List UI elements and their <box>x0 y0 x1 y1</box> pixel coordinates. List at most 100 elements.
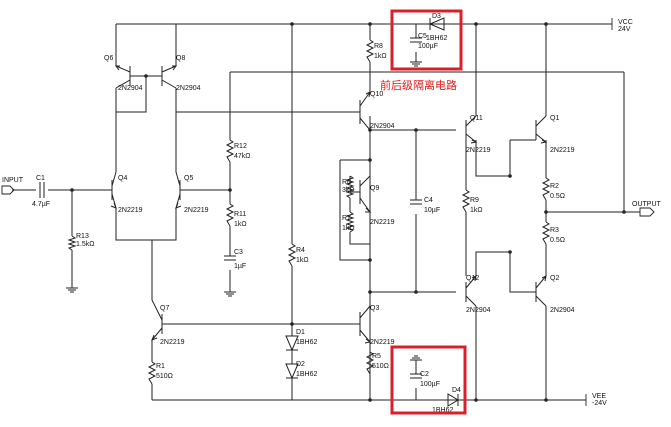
highlight-box-top <box>390 9 463 71</box>
capacitor-c4: C4 10µF <box>410 197 440 214</box>
ground-symbols <box>66 61 422 361</box>
capacitor-c5: C5 100µF <box>410 33 438 50</box>
input-label: INPUT <box>2 177 24 184</box>
svg-text:C4: C4 <box>424 197 433 204</box>
resistor-r13: R13 1.5kΩ <box>67 233 94 251</box>
svg-text:C2: C2 <box>420 371 429 378</box>
svg-text:1.5kΩ: 1.5kΩ <box>76 241 94 248</box>
svg-text:1BH62: 1BH62 <box>296 339 318 346</box>
resistor-r11: R11 1kΩ <box>225 203 247 228</box>
svg-text:0.5Ω: 0.5Ω <box>550 193 565 200</box>
svg-text:R12: R12 <box>234 143 247 150</box>
resistor-r5: R5 510Ω <box>365 351 389 375</box>
svg-text:Q8: Q8 <box>176 55 185 62</box>
resistor-r4: R4 1kΩ <box>287 243 309 267</box>
diode-d1: D1 1BH62 <box>285 329 318 352</box>
svg-text:3kΩ: 3kΩ <box>342 187 355 194</box>
svg-text:D4: D4 <box>452 387 461 394</box>
svg-text:R2: R2 <box>550 183 559 190</box>
svg-text:Q1: Q1 <box>550 115 559 122</box>
resistor-r9: R9 1kΩ <box>461 189 483 214</box>
diode-d2: D2 1BH62 <box>285 361 318 380</box>
svg-text:R8: R8 <box>374 43 383 50</box>
output-label: OUTPUT <box>632 201 662 208</box>
svg-text:D3: D3 <box>432 13 441 20</box>
svg-text:R7: R7 <box>342 215 351 222</box>
svg-text:C5: C5 <box>418 33 427 40</box>
svg-text:R4: R4 <box>296 247 305 254</box>
svg-text:2N2219: 2N2219 <box>118 207 143 214</box>
transistor-q5: Q5 2N2219 <box>175 171 209 214</box>
vcc-port: VCC 24V <box>611 18 633 33</box>
svg-text:47kΩ: 47kΩ <box>234 153 251 160</box>
svg-text:Q7: Q7 <box>160 305 169 312</box>
svg-text:Q6: Q6 <box>104 55 113 62</box>
svg-text:100µF: 100µF <box>420 381 440 388</box>
svg-text:1BH62: 1BH62 <box>426 35 448 42</box>
svg-text:2N2219: 2N2219 <box>370 219 395 226</box>
resistor-r12: R12 47kΩ <box>225 139 251 163</box>
transistor-q8: Q8 2N2904 <box>161 55 201 92</box>
transistor-q2: Q2 2N2904 <box>535 275 575 314</box>
svg-text:2N2904: 2N2904 <box>370 123 395 130</box>
svg-text:C1: C1 <box>36 175 45 182</box>
junctions <box>70 22 626 402</box>
highlight-annotation: 前后级隔离电路 <box>380 78 457 92</box>
transistor-q9: Q9 2N2219 <box>350 175 395 226</box>
vee-voltage: -24V <box>592 400 607 407</box>
svg-text:1kΩ: 1kΩ <box>296 257 309 264</box>
svg-text:Q9: Q9 <box>370 185 379 192</box>
svg-text:510Ω: 510Ω <box>156 373 173 380</box>
svg-text:Q11: Q11 <box>470 115 483 122</box>
svg-text:2N2219: 2N2219 <box>466 147 491 154</box>
svg-text:1kΩ: 1kΩ <box>342 225 355 232</box>
transistor-q11: Q11 2N2219 <box>465 115 491 154</box>
svg-text:1kΩ: 1kΩ <box>470 207 483 214</box>
svg-text:10µF: 10µF <box>424 207 440 214</box>
svg-text:Q3: Q3 <box>370 305 379 312</box>
svg-text:1kΩ: 1kΩ <box>234 221 247 228</box>
svg-text:Q2: Q2 <box>550 275 559 282</box>
diode-d4: D4 1BH62 <box>432 387 461 414</box>
transistor-q3: Q3 2N2219 <box>359 305 395 346</box>
wires <box>12 23 640 401</box>
svg-text:D1: D1 <box>296 329 305 336</box>
capacitor-c1: C1 4.7µF <box>32 175 50 208</box>
output-port: OUTPUT <box>632 201 662 217</box>
highlight-box-bottom <box>390 345 467 415</box>
vee-port: VEE -24V <box>585 393 607 407</box>
diode-d3: D3 1BH62 <box>426 13 448 42</box>
svg-text:1BH62: 1BH62 <box>432 407 454 414</box>
svg-text:510Ω: 510Ω <box>372 363 389 370</box>
svg-text:2N2904: 2N2904 <box>466 307 491 314</box>
svg-text:2N2904: 2N2904 <box>118 85 143 92</box>
resistor-r1: R1 510Ω <box>147 361 173 385</box>
transistor-q4: Q4 2N2219 <box>110 171 143 214</box>
svg-text:R6: R6 <box>342 179 351 186</box>
resistor-r3: R3 0.5Ω <box>541 221 565 245</box>
svg-text:R9: R9 <box>470 197 479 204</box>
svg-text:1BH62: 1BH62 <box>296 371 318 378</box>
svg-text:R13: R13 <box>76 233 89 240</box>
vcc-voltage: 24V <box>618 26 631 33</box>
transistor-q7: Q7 2N2219 <box>151 299 185 346</box>
svg-text:2N2219: 2N2219 <box>160 339 185 346</box>
transistor-q1: Q1 2N2219 <box>535 115 575 154</box>
svg-text:2N2219: 2N2219 <box>550 147 575 154</box>
svg-text:R11: R11 <box>234 211 246 218</box>
transistor-q6: Q6 2N2904 <box>104 55 143 92</box>
transistor-q12: Q12 2N2904 <box>465 275 491 314</box>
svg-text:1kΩ: 1kΩ <box>374 53 387 60</box>
svg-text:2N2219: 2N2219 <box>370 339 395 346</box>
transistor-q10: Q10 2N2904 <box>359 91 395 131</box>
svg-text:2N2219: 2N2219 <box>184 207 209 214</box>
vee-label: VEE <box>592 393 606 400</box>
capacitor-c3: C3 1µF <box>224 249 246 270</box>
svg-text:0.5Ω: 0.5Ω <box>550 237 565 244</box>
svg-text:Q12: Q12 <box>466 275 479 282</box>
svg-text:1µF: 1µF <box>234 263 246 270</box>
svg-text:Q5: Q5 <box>184 175 193 182</box>
svg-text:2N2904: 2N2904 <box>550 307 575 314</box>
resistor-r6: R6 3kΩ <box>342 175 355 199</box>
